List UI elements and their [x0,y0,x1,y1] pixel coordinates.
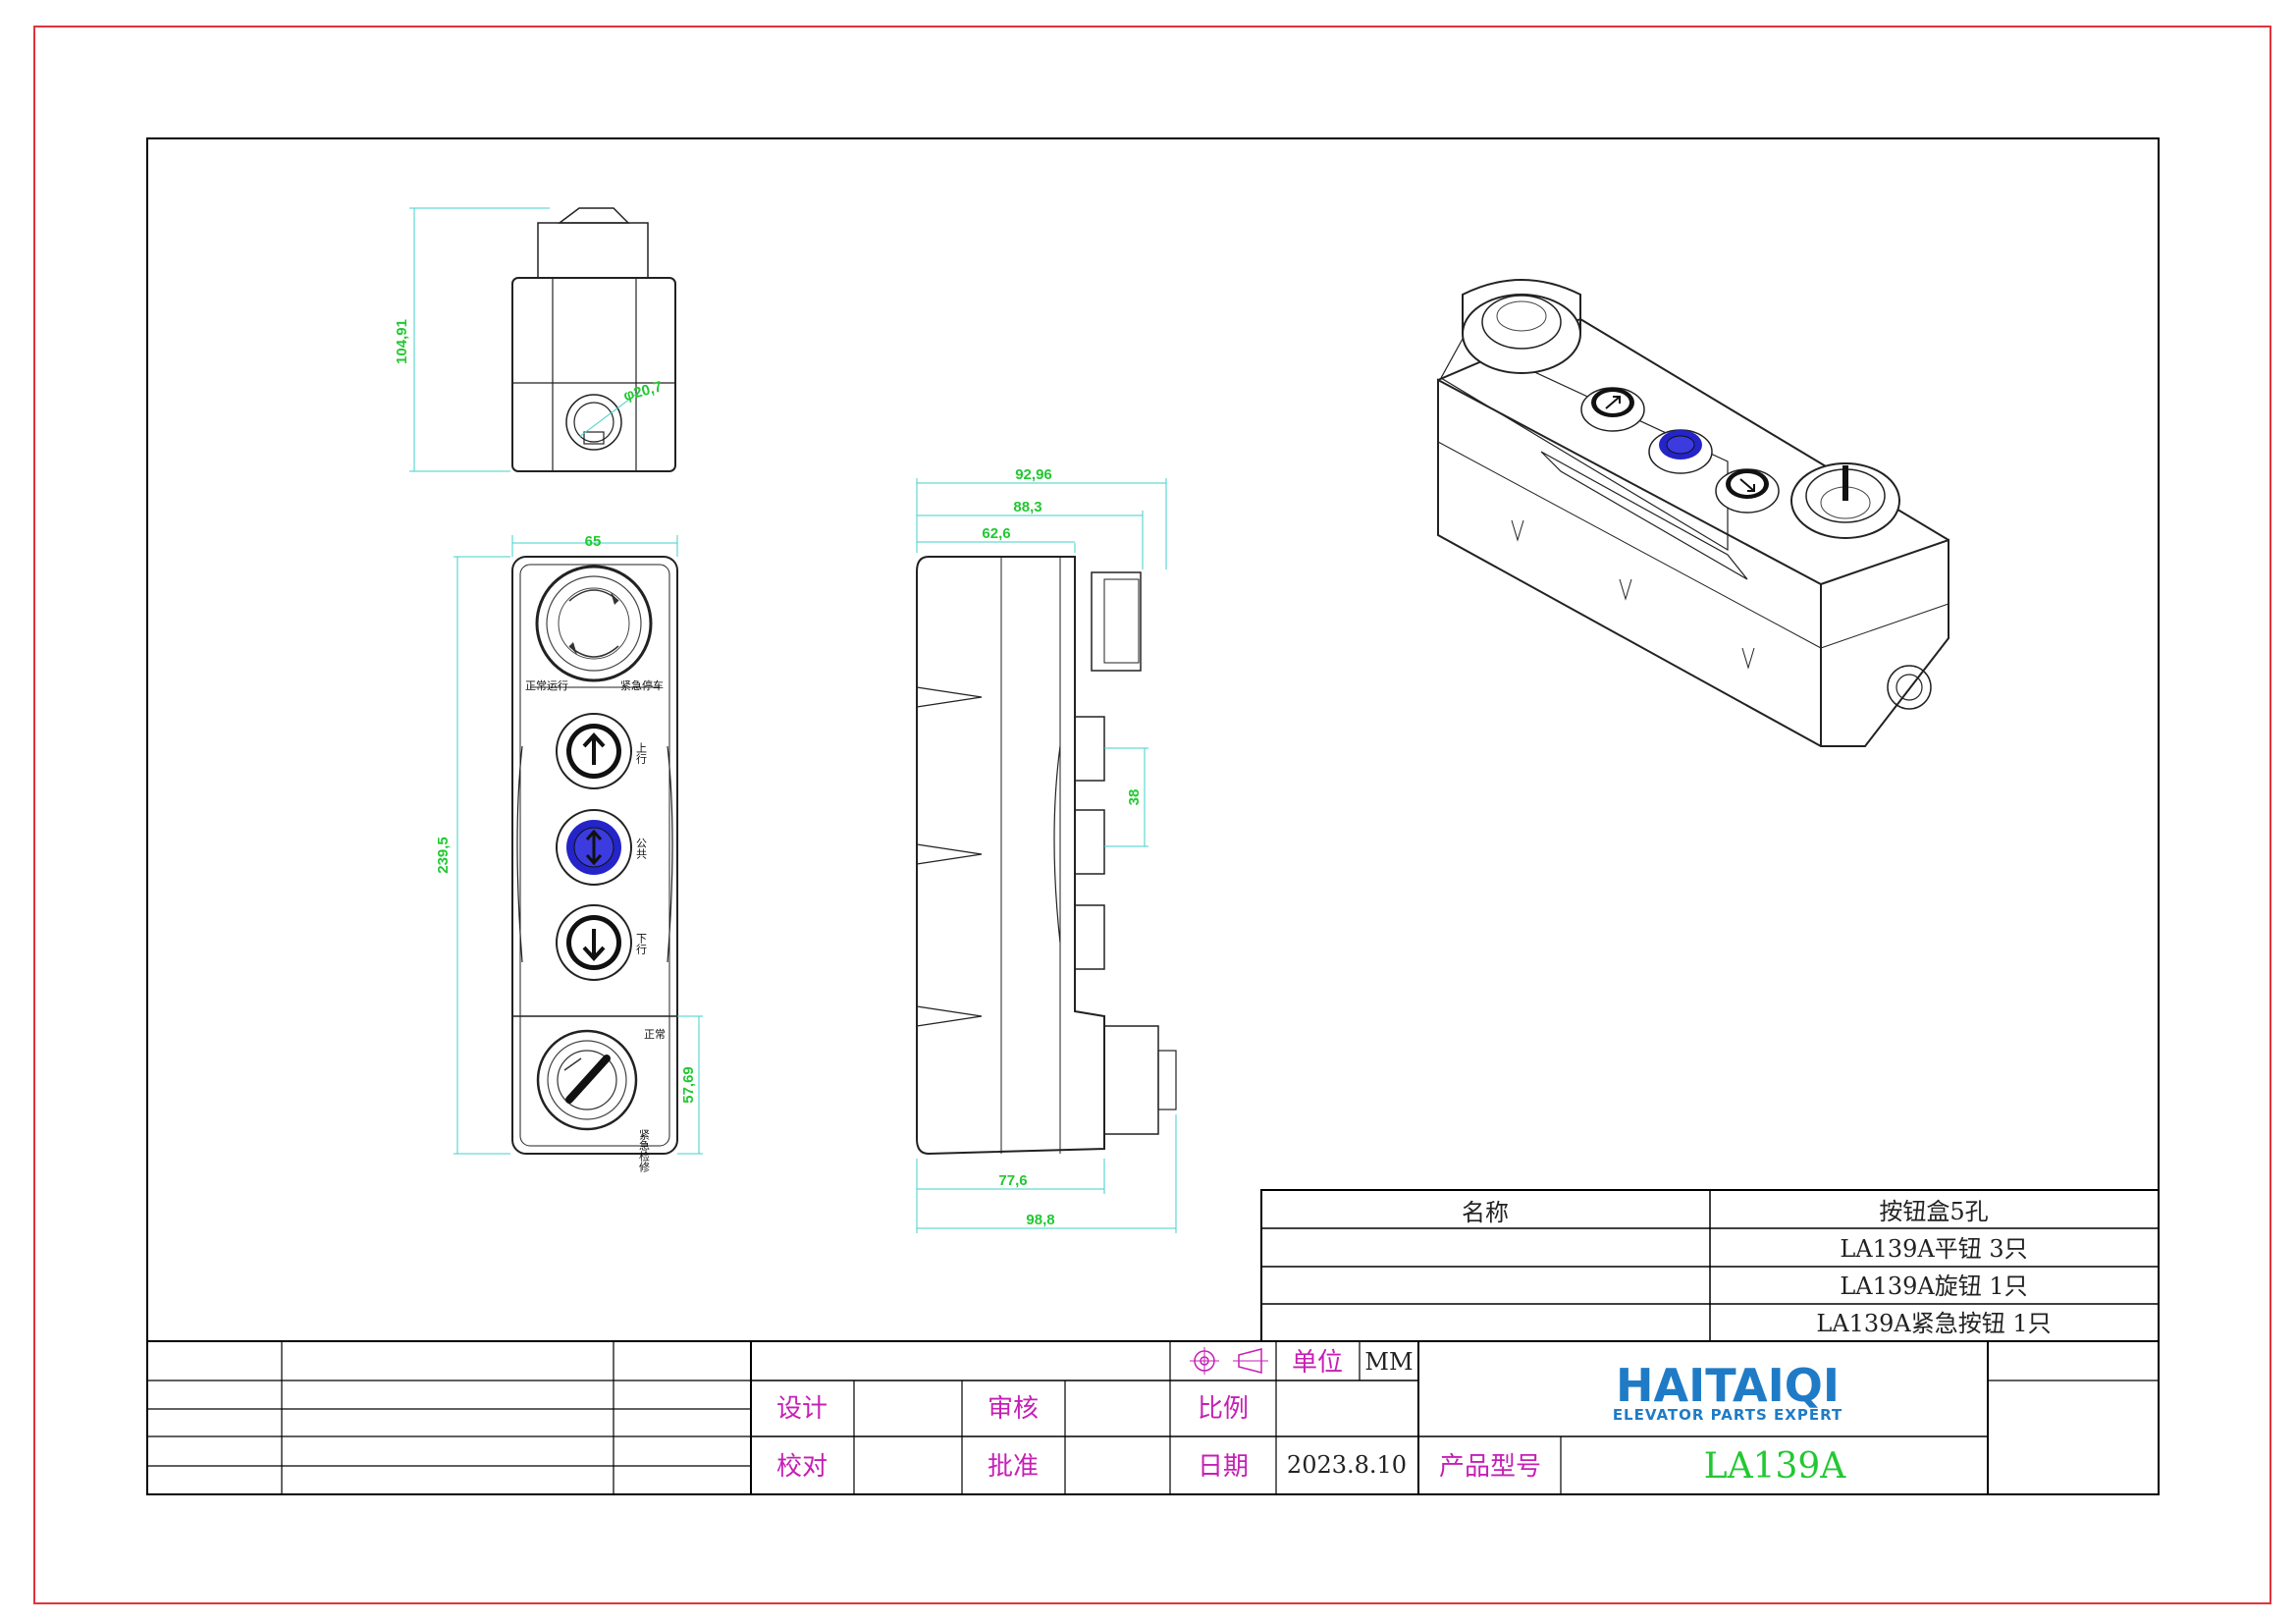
estop-label-right: 紧急停车 [620,678,664,692]
item-row-2: LA139A旋钮 1只 [1840,1272,2027,1300]
front-view: 正常运行 紧急停车 上行 公共 下行 [435,533,703,1173]
up-button [556,713,632,789]
date-value: 2023.8.10 [1287,1451,1407,1479]
scale-label: 比例 [1198,1394,1249,1424]
top-height-dim: 104,91 [394,319,410,364]
item-row-1: LA139A平钮 3只 [1840,1235,2027,1263]
approve-label: 批准 [988,1452,1039,1482]
design-label: 设计 [776,1394,828,1424]
model-label: 产品型号 [1439,1452,1541,1482]
side-dim-top-2: 88,3 [1013,499,1041,515]
model-value: LA139A [1704,1446,1847,1487]
side-view: 92,96 88,3 62,6 38 77,6 98,8 [916,466,1177,1233]
date-label: 日期 [1198,1452,1249,1482]
projection-symbol-icon [1190,1347,1268,1375]
side-dim-top-1: 92,96 [1015,466,1052,483]
item-row-3: LA139A紧急按钮 1只 [1816,1310,2051,1337]
top-hole-dim: φ20,7 [621,378,664,405]
front-width-dim: 65 [585,533,602,550]
key-switch [536,1029,638,1131]
down-button-label: 下行 [635,933,648,955]
unit-label: 单位 [1292,1348,1343,1378]
common-button [556,809,632,886]
name-value: 按钮盒5孔 [1879,1198,1988,1225]
emergency-stop-button [535,565,653,682]
side-dim-pitch: 38 [1126,789,1143,806]
key-label-bottom: 紧急检修 [638,1129,651,1173]
name-label: 名称 [1462,1199,1509,1226]
brand-name: HAITAIQI [1616,1359,1840,1412]
brand-logo: HAITAIQI ELEVATOR PARTS EXPERT [1613,1359,1842,1424]
key-label-top: 正常 [644,1028,666,1041]
outer-border [33,26,2271,1604]
front-switch-dim: 57,69 [680,1066,697,1104]
down-button [556,904,632,981]
common-button-label: 公共 [635,838,648,860]
side-dim-bottom-1: 77,6 [998,1172,1027,1189]
up-button-label: 上行 [635,742,648,765]
title-block: 单位 MM 设计 审核 比例 校对 批准 日期 2023.8.10 产品型号 L… [147,1340,2159,1494]
isometric-view [1437,279,1949,747]
unit-value: MM [1364,1348,1413,1376]
name-table: 名称 按钮盒5孔 LA139A平钮 3只 LA139A旋钮 1只 LA139A紧… [1260,1189,2160,1342]
side-dim-bottom-2: 98,8 [1026,1212,1054,1228]
brand-tagline: ELEVATOR PARTS EXPERT [1613,1406,1842,1424]
drawing-frame [146,137,2160,1495]
top-view: 104,91 φ20,7 [394,207,676,472]
estop-label-left: 正常运行 [525,679,568,692]
check-label: 校对 [776,1452,828,1482]
front-height-dim: 239,5 [435,837,452,874]
side-dim-top-3: 62,6 [982,525,1010,542]
review-label: 审核 [988,1394,1039,1424]
